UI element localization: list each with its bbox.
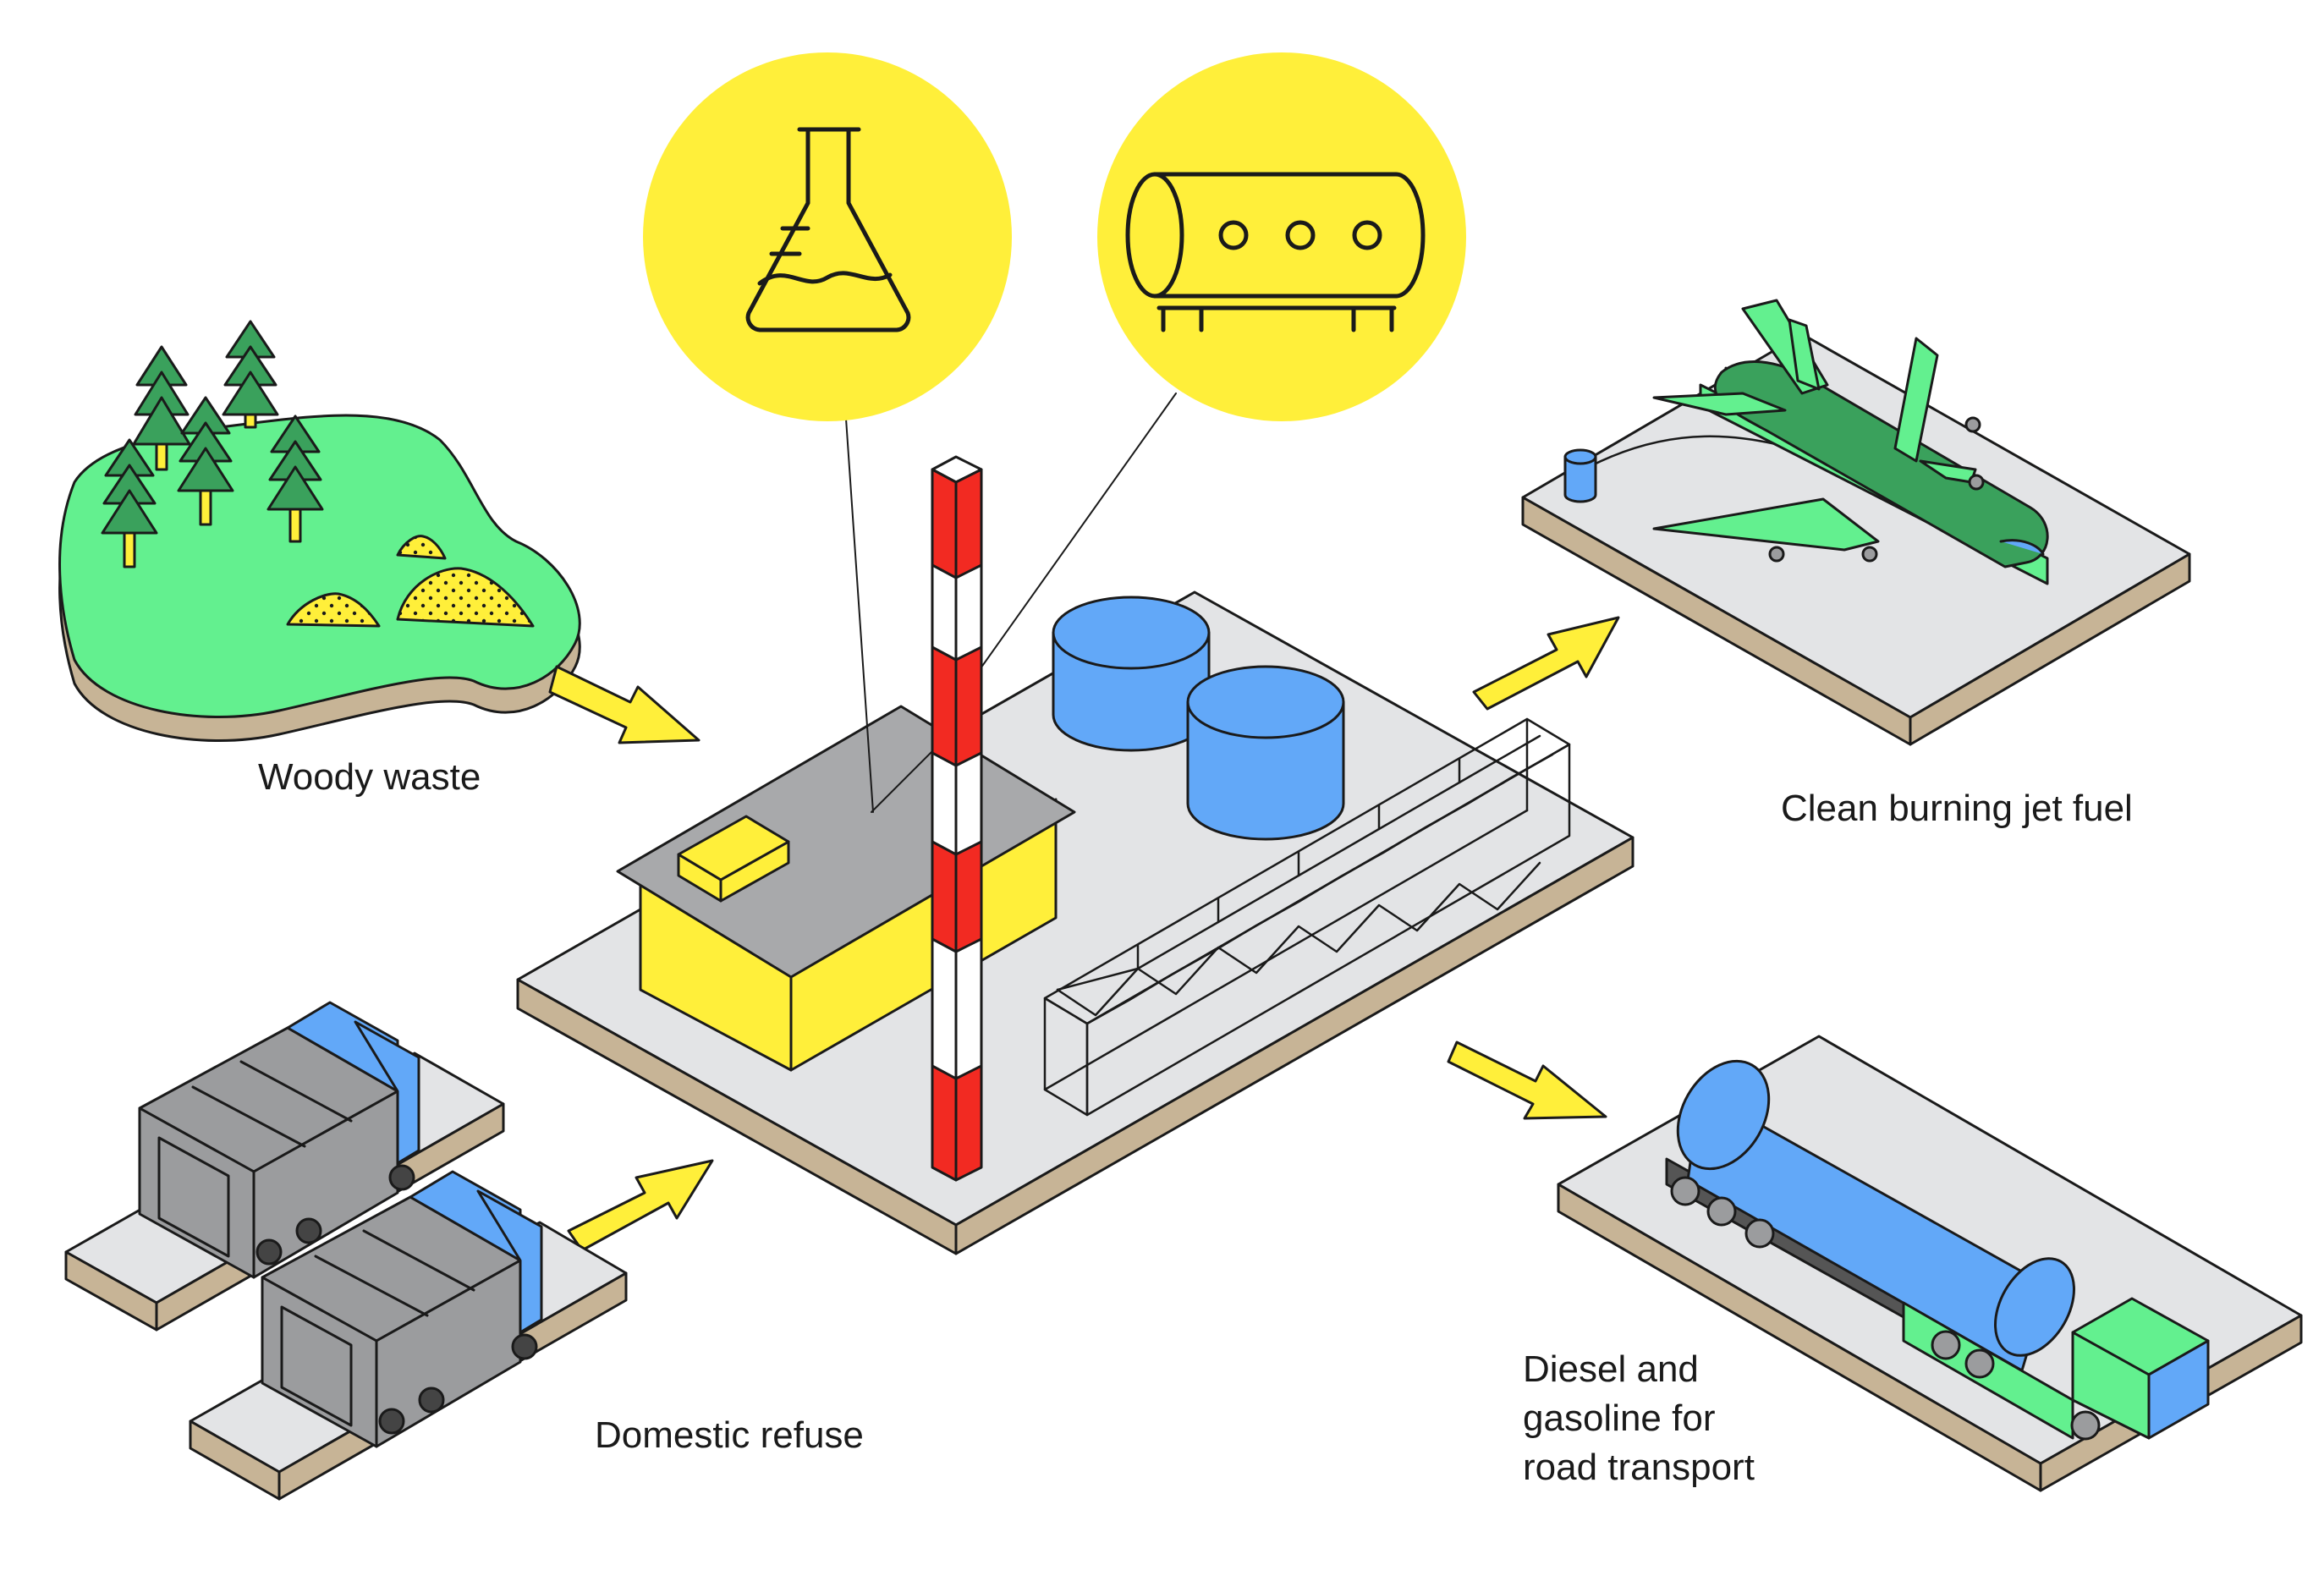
wood-chip-pile (396, 535, 447, 560)
airplane (1652, 299, 2049, 585)
tree-icon (101, 438, 158, 568)
road-fuel-line: road transport (1523, 1447, 1755, 1488)
tree-icon (177, 396, 234, 526)
woody-waste-island (58, 320, 581, 742)
road-fuel-line: gasoline for (1523, 1398, 1716, 1439)
storage-tank-icon (1125, 172, 1426, 332)
tree-icon (222, 320, 279, 429)
storage-silo (1052, 596, 1211, 752)
arrow-plant-to-road (1447, 1041, 1607, 1120)
arrow-woody-to-plant (548, 665, 700, 744)
arrow-refuse-to-plant (567, 1159, 714, 1252)
domestic-refuse-label: Domestic refuse (595, 1414, 864, 1456)
road-fuel-line: Diesel and (1523, 1348, 1699, 1390)
storage-callout (1097, 52, 1466, 421)
garbage-truck (138, 1001, 420, 1279)
erlenmeyer-flask-icon (745, 127, 911, 332)
tanker-truck (1665, 1059, 2210, 1441)
fuel-drum-icon (1563, 448, 1597, 503)
storage-silo (1186, 665, 1345, 841)
garbage-truck (261, 1170, 543, 1448)
wood-chip-pile (396, 567, 535, 628)
tree-icon (266, 415, 324, 543)
wood-chip-pile (286, 592, 381, 628)
woody-waste-label: Woody waste (258, 756, 481, 798)
pipe-rack (1043, 717, 1571, 1117)
jet-fuel-label: Clean burning jet fuel (1781, 788, 2133, 829)
tree-icon (132, 345, 191, 471)
lab-callout (643, 52, 1012, 421)
arrow-plant-to-jet (1472, 616, 1620, 711)
road-fuel-label: Diesel and gasoline for road transport (1523, 1345, 1755, 1492)
chimney (931, 455, 983, 1182)
